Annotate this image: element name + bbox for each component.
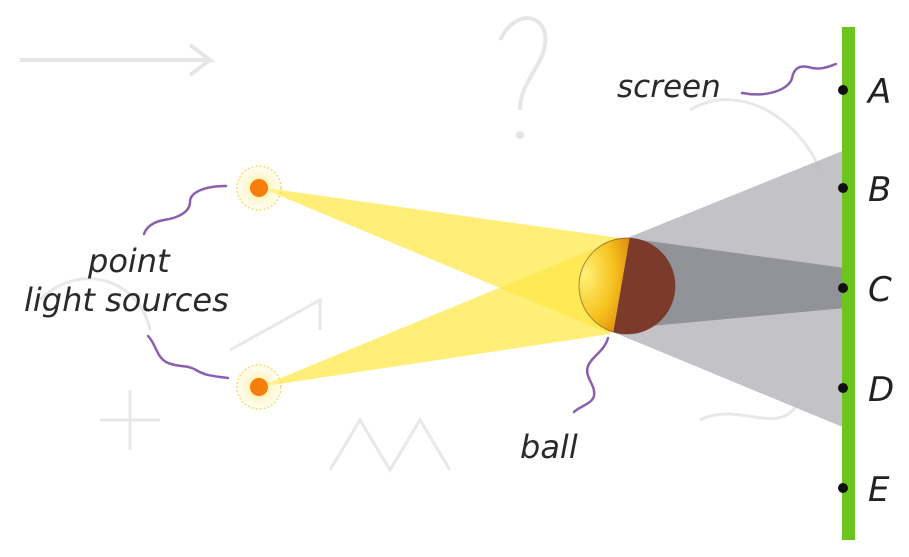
point-d-dot	[838, 383, 848, 393]
screen-leader	[740, 62, 838, 96]
point-light-label-line2: light sources	[24, 281, 229, 319]
point-c-dot	[838, 283, 848, 293]
background-doodles	[20, 16, 822, 473]
leader-lines	[142, 62, 838, 414]
upper-source-leader	[142, 184, 228, 236]
light-cone-lower	[259, 238, 620, 387]
lower-source-leader	[146, 334, 230, 380]
point-e-dot	[838, 483, 848, 493]
light-source-upper	[236, 165, 282, 211]
light-cones	[259, 187, 620, 387]
point-a-dot	[838, 85, 848, 95]
point-light-label-line1: point	[87, 242, 171, 280]
screen-points: A B C D E	[838, 72, 894, 510]
ball-leader	[572, 336, 610, 414]
point-e-label: E	[868, 470, 890, 510]
point-d-label: D	[868, 370, 894, 410]
screen-bar	[842, 27, 855, 540]
point-a-label: A	[866, 72, 891, 112]
light-source-lower	[236, 364, 282, 410]
point-c-label: C	[868, 270, 892, 310]
point-b-label: B	[868, 170, 891, 210]
point-b-dot	[838, 183, 848, 193]
ball-label: ball	[520, 428, 578, 466]
ball-icon	[578, 237, 676, 335]
screen-label: screen	[617, 69, 721, 105]
